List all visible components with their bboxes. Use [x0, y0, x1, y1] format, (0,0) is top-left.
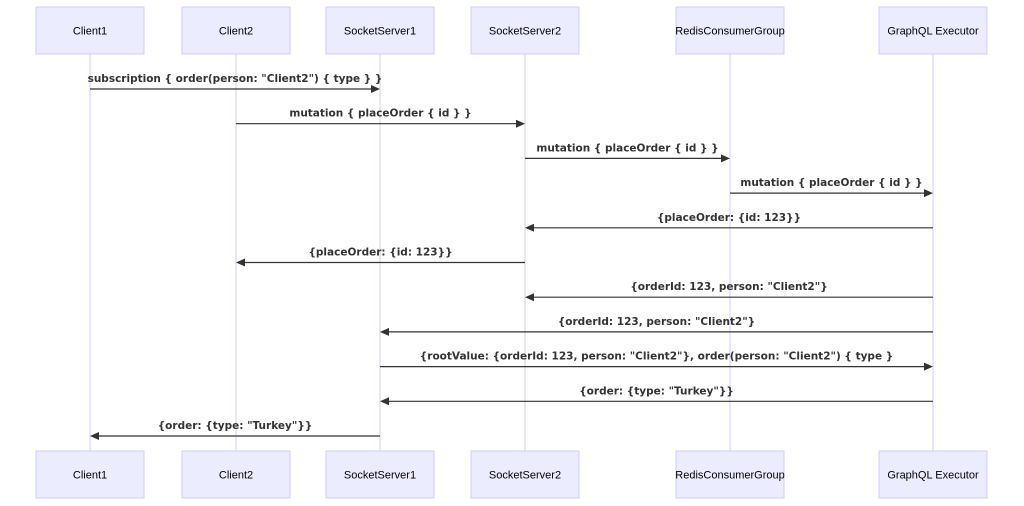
participant-label: Client1: [73, 469, 107, 481]
arrowhead-icon: [380, 397, 389, 406]
participant-box: [35, 450, 145, 499]
participant-client1-bottom: Client1: [35, 450, 145, 499]
message-label: {order: {type: "Turkey"}}: [579, 385, 734, 397]
message-label: mutation { placeOrder { id } }: [289, 108, 471, 120]
message-label: {orderId: 123, person: "Client2"}: [558, 316, 755, 328]
message-1: subscription { order(person: "Client2") …: [88, 73, 383, 93]
message-2: mutation { placeOrder { id } }: [236, 108, 525, 128]
arrowhead-icon: [924, 362, 933, 371]
lifelines: [89, 54, 934, 451]
participant-redisconsumergroup-top: RedisConsumerGroup: [675, 6, 785, 55]
message-4: mutation { placeOrder { id } }: [730, 177, 933, 198]
arrowhead-icon: [924, 189, 933, 198]
participant-client2-top: Client2: [181, 6, 291, 55]
participant-label: RedisConsumerGroup: [675, 469, 784, 481]
arrowhead-icon: [371, 85, 380, 93]
participant-label: SocketServer1: [344, 469, 416, 481]
participant-box: [675, 450, 785, 499]
participant-socketserver2-bottom: SocketServer2: [470, 450, 580, 499]
message-5: {placeOrder: {id: 123}}: [525, 212, 933, 232]
participant-socketserver2-top: SocketServer2: [470, 6, 580, 55]
message-label: subscription { order(person: "Client2") …: [88, 73, 383, 85]
message-10: {order: {type: "Turkey"}}: [380, 385, 933, 406]
participant-graphqlexecutor-top: GraphQL Executor: [878, 6, 988, 55]
messages: subscription { order(person: "Client2") …: [88, 73, 933, 440]
participant-label: SocketServer2: [489, 469, 561, 481]
participant-label: SocketServer2: [489, 25, 561, 37]
arrowhead-icon: [525, 293, 534, 302]
participant-box: [878, 450, 988, 499]
message-label: mutation { placeOrder { id } }: [536, 142, 718, 154]
message-label: {rootValue: {orderId: 123, person: "Clie…: [420, 351, 893, 363]
participant-label: RedisConsumerGroup: [675, 25, 784, 37]
participant-client2-bottom: Client2: [181, 450, 291, 499]
participant-client1-top: Client1: [35, 6, 145, 55]
participant-box: [325, 6, 435, 55]
message-label: {orderId: 123, person: "Client2"}: [630, 281, 827, 293]
message-label: {placeOrder: {id: 123}}: [657, 212, 801, 224]
arrowhead-icon: [525, 223, 534, 232]
participant-label: SocketServer1: [344, 25, 416, 37]
arrowhead-icon: [236, 258, 245, 267]
participants-top: Client1 Client2 SocketServer1 SocketServer2…: [35, 6, 988, 55]
participant-socketserver1-top: SocketServer1: [325, 6, 435, 55]
participant-box: [35, 6, 145, 55]
participant-label: GraphQL Executor: [887, 469, 979, 481]
message-label: {order: {type: "Turkey"}}: [158, 420, 313, 432]
message-6: {placeOrder: {id: 123}}: [236, 247, 525, 267]
arrowhead-icon: [721, 154, 730, 163]
participant-box: [675, 6, 785, 55]
participant-label: GraphQL Executor: [887, 25, 979, 37]
arrowhead-icon: [380, 327, 389, 336]
participants-bottom: Client1 Client2 SocketServer1 SocketServer2…: [35, 450, 988, 499]
message-8: {orderId: 123, person: "Client2"}: [380, 316, 933, 336]
message-label: {placeOrder: {id: 123}}: [308, 247, 452, 259]
participant-box: [181, 450, 291, 499]
message-11: {order: {type: "Turkey"}}: [90, 420, 380, 440]
participant-label: Client1: [73, 25, 107, 37]
participant-label: Client2: [219, 469, 253, 481]
participant-box: [878, 6, 988, 55]
arrowhead-icon: [516, 119, 525, 128]
participant-graphqlexecutor-bottom: GraphQL Executor: [878, 450, 988, 499]
participant-socketserver1-bottom: SocketServer1: [325, 450, 435, 499]
participant-box: [470, 6, 580, 55]
message-label: mutation { placeOrder { id } }: [740, 177, 922, 189]
message-7: {orderId: 123, person: "Client2"}: [525, 281, 933, 302]
participant-label: Client2: [219, 25, 253, 37]
participant-box: [325, 450, 435, 499]
message-9: {rootValue: {orderId: 123, person: "Clie…: [380, 351, 933, 371]
participant-box: [181, 6, 291, 55]
arrowhead-icon: [90, 432, 99, 440]
participant-box: [470, 450, 580, 499]
participant-redisconsumergroup-bottom: RedisConsumerGroup: [675, 450, 785, 499]
message-3: mutation { placeOrder { id } }: [525, 142, 730, 163]
